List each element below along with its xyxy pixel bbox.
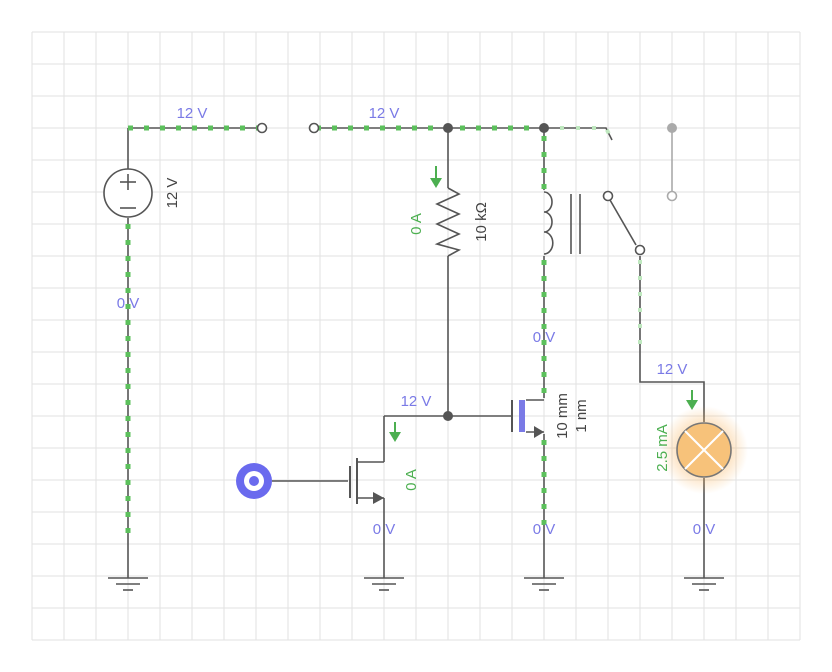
- open-terminals: [256, 122, 320, 134]
- lamp-icon[interactable]: [660, 406, 748, 494]
- left-wire-voltage-label: 0 V: [117, 295, 140, 312]
- mosfet-source-voltage-label: 0 V: [533, 521, 556, 538]
- ground-icon: [524, 577, 564, 591]
- lamp-ground-voltage-label: 0 V: [693, 521, 716, 538]
- top-left-voltage-label: 12 V: [177, 105, 208, 122]
- mosfet-gate-voltage-label: 12 V: [401, 393, 432, 410]
- resistor-icon[interactable]: [434, 187, 462, 257]
- ground-icon: [108, 577, 148, 591]
- lamp-current-label: 2.5 mA: [654, 424, 671, 472]
- ground-icon: [364, 577, 404, 591]
- relay-wire-voltage-label: 0 V: [533, 329, 556, 346]
- mosfet-drain-current-label: 0 A: [403, 469, 420, 491]
- inductor-coil-icon[interactable]: [543, 191, 581, 255]
- ground-icon: [684, 577, 724, 591]
- background-grid: [31, 31, 801, 641]
- mosfet-icon[interactable]: [511, 399, 544, 438]
- logic-input-icon[interactable]: [236, 463, 272, 499]
- n-mosfet-source-voltage-label: 0 V: [373, 521, 396, 538]
- current-arrow-icon: [389, 422, 401, 442]
- n-mosfet-icon[interactable]: [349, 450, 385, 510]
- top-mid-voltage-label: 12 V: [369, 105, 400, 122]
- current-flow: [125, 125, 642, 540]
- dc-voltage-source-icon[interactable]: [103, 168, 153, 218]
- current-arrow-icon: [686, 390, 698, 410]
- mosfet-length-label: 1 nm: [573, 399, 590, 432]
- source-voltage-label: 12 V: [164, 178, 181, 209]
- spdt-switch-icon[interactable]: [602, 123, 678, 256]
- resistor-value-label: 10 kΩ: [473, 202, 490, 242]
- resistor-current-label: 0 A: [408, 213, 425, 235]
- lamp-voltage-label: 12 V: [657, 361, 688, 378]
- current-arrow-icon: [430, 166, 442, 188]
- junctions: [443, 123, 549, 421]
- mosfet-width-label: 10 mm: [554, 393, 571, 439]
